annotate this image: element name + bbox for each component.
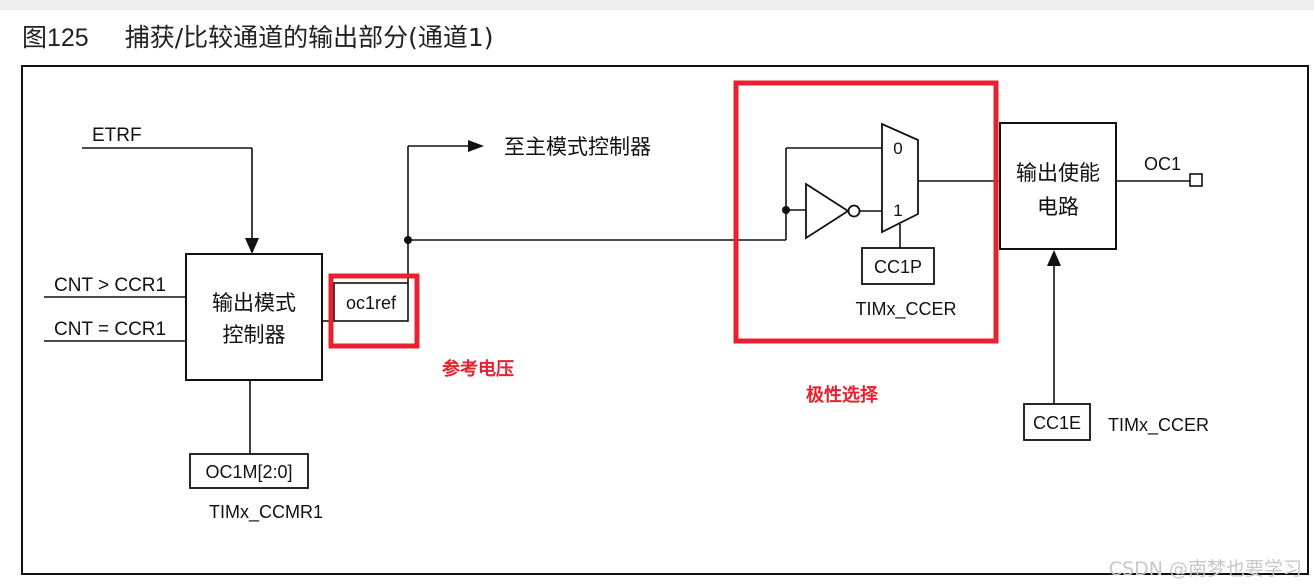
output-enable-block: 输出使能 电路	[999, 122, 1117, 250]
polarity-highlight-box	[733, 80, 999, 344]
diagram-frame	[21, 65, 1309, 575]
cc1p-label: CC1P	[874, 257, 922, 277]
csdn-watermark: CSDN @南梦也要学习	[1108, 558, 1302, 580]
reference-voltage-annotation: 参考电压	[442, 358, 514, 380]
output-mode-controller-block: 输出模式 控制器	[185, 253, 323, 381]
mux-input-1: 1	[893, 201, 902, 220]
oc1-output: OC1	[1116, 154, 1203, 187]
oc1m-register-name: TIMx_CCMR1	[209, 502, 323, 523]
oc1ref-wiring: 至主模式控制器	[404, 135, 882, 283]
oc1ref-label: oc1ref	[346, 293, 397, 313]
oc1ref-block: oc1ref	[333, 282, 409, 322]
cnt-gt-ccr1-label: CNT > CCR1	[54, 275, 166, 296]
output-enable-line2: 电路	[1037, 195, 1079, 219]
cc1e-register-name: TIMx_CCER	[1108, 415, 1209, 436]
inverter-gate	[805, 182, 882, 240]
oc1ref-highlight-box	[328, 273, 420, 349]
figure-title: 捕获/比较通道的输出部分(通道1)	[124, 23, 494, 52]
to-master-mode-label: 至主模式控制器	[504, 135, 651, 159]
figure-caption: 图125 捕获/比较通道的输出部分(通道1)	[22, 18, 494, 54]
top-bar	[0, 0, 1314, 10]
oc1m-register: OC1M[2:0] TIMx_CCMR1	[189, 380, 323, 523]
cc1e-label: CC1E	[1033, 413, 1081, 433]
output-enable-line1: 输出使能	[1016, 161, 1100, 185]
cc1p-register-name: TIMx_CCER	[855, 299, 956, 320]
mux-input-0: 0	[893, 139, 902, 158]
oc1m-label: OC1M[2:0]	[205, 462, 292, 482]
oc1-label: OC1	[1144, 154, 1181, 174]
polarity-mux: 0 1	[881, 122, 1000, 248]
output-mode-controller-line2: 控制器	[223, 323, 286, 347]
figure-number: 图125	[22, 24, 89, 52]
cc1e-register: CC1E TIMx_CCER	[1023, 250, 1209, 441]
cnt-inputs: CNT > CCR1 CNT = CCR1	[44, 275, 186, 342]
etrf-label: ETRF	[92, 125, 142, 146]
cc1p-register: CC1P TIMx_CCER	[855, 247, 957, 320]
output-mode-controller-line1: 输出模式	[212, 291, 296, 315]
cnt-eq-ccr1-label: CNT = CCR1	[54, 319, 166, 340]
polarity-select-annotation: 极性选择	[806, 384, 879, 406]
etrf-input: ETRF	[82, 125, 259, 254]
